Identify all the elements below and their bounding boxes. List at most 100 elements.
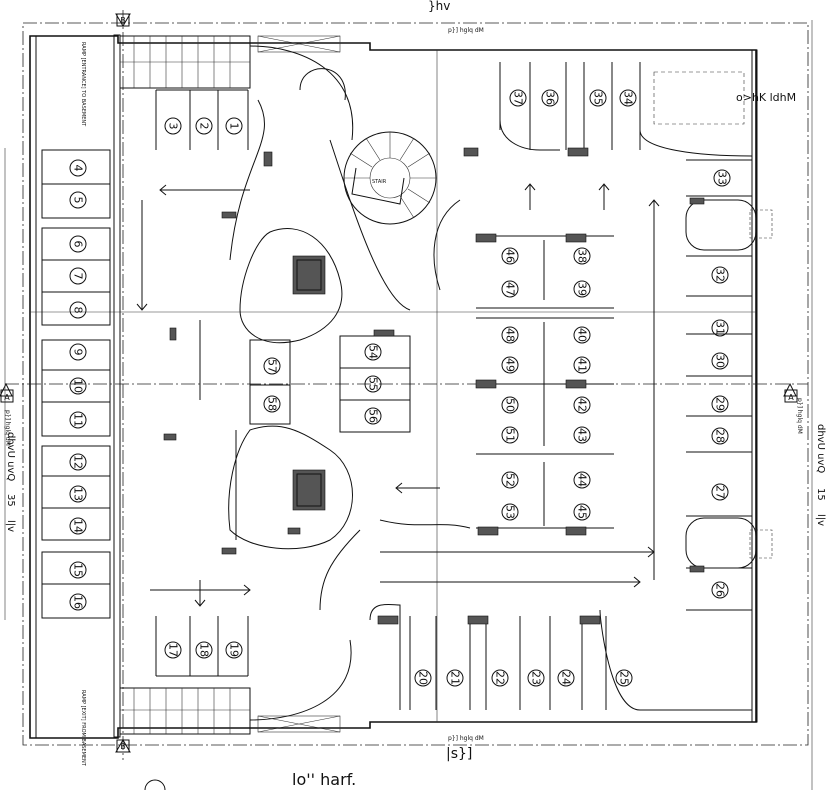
grid-marker-a-right: A [783,382,798,403]
stall-number: 24 [560,671,573,685]
stall-number: 4 [72,165,85,172]
room-label: o>hK ldhM [736,91,796,104]
stall-circle [225,117,243,135]
entrance-ramp [119,35,354,141]
stall-circle [501,396,519,414]
stall-circle [711,352,729,370]
stall-number: 30 [714,354,727,368]
stall-number: 28 [714,429,727,443]
grid-marker-b-bottom: B [115,739,131,753]
stall-circle [573,471,591,489]
stall-circle [69,343,87,361]
stall-number: 38 [576,249,589,263]
parking-stall-6: 6 [69,235,87,253]
parking-stall-41: 41 [573,356,591,374]
grid-label-a-left: A [4,393,10,402]
stall-circle [263,357,281,375]
stall-number: 56 [367,409,380,423]
stall-circle [225,641,243,659]
stall-circle [573,280,591,298]
stall-circle [711,581,729,599]
stall-circle [711,266,729,284]
building-walls [29,34,758,739]
parking-stall-57: 57 [263,357,281,375]
parking-stall-47: 47 [501,280,519,298]
parking-stall-54: 54 [364,343,382,361]
stall-number: 34 [622,91,635,105]
stall-number: 39 [576,282,589,296]
parking-stall-58: 58 [263,395,281,413]
stall-number: 18 [198,643,211,657]
stall-number: 53 [504,505,517,519]
stall-circle [364,407,382,425]
parking-stall-38: 38 [573,247,591,265]
stall-number: 14 [72,519,85,533]
stall-circle [69,517,87,535]
stall-number: 20 [417,671,430,685]
stall-number: 21 [449,671,462,685]
parking-stall-42: 42 [573,396,591,414]
stall-circle [501,471,519,489]
stall-circle [573,247,591,265]
parking-stall-17: 17 [164,641,182,659]
stall-number: 10 [72,379,85,393]
stall-circle [711,319,729,337]
grid-label-a-right: A [788,393,794,402]
stall-number: 43 [576,428,589,442]
stall-circle [69,377,87,395]
grid-label-b-top: B [120,16,126,25]
stall-circle [573,396,591,414]
stall-circle [711,427,729,445]
parking-stall-27: 27 [711,483,729,501]
parking-stall-12: 12 [69,453,87,471]
stall-circle [69,453,87,471]
stall-circle [364,375,382,393]
stall-dividers [41,62,752,710]
stall-number: 57 [266,359,279,373]
stall-circle [557,669,575,687]
parking-stall-10: 10 [69,377,87,395]
stall-circle [589,89,607,107]
right-dim: p}] hglq dM [796,398,803,434]
grid-label-b-bottom: B [120,742,126,751]
stall-number: 13 [72,487,85,501]
stall-number: 40 [576,328,589,342]
stall-number: 19 [228,643,241,657]
parking-stall-22: 22 [491,669,509,687]
stall-circle [501,503,519,521]
stall-circle [509,89,527,107]
stall-number: 2 [198,123,211,130]
stall-number: 54 [367,345,380,359]
stall-circle [69,485,87,503]
stall-circle [69,191,87,209]
stall-number: 52 [504,473,517,487]
bottom-mark: |s}] [446,746,472,762]
left-text-1: dhvU uvQ [5,432,16,481]
stall-number: 27 [714,485,727,499]
grid-marker-a-left: A [0,382,14,403]
stall-circle [615,669,633,687]
stall-circle [501,326,519,344]
stall-circle [491,669,509,687]
parking-stall-4: 4 [69,159,87,177]
stall-circle [573,503,591,521]
stall-number: 29 [714,397,727,411]
parking-stall-29: 29 [711,395,729,413]
north-symbol [144,779,166,790]
parking-stall-53: 53 [501,503,519,521]
parking-stall-56: 56 [364,407,382,425]
parking-stall-23: 23 [527,669,545,687]
stall-number: 36 [544,91,557,105]
exit-label: RAMP [EXIT] FROM BASEMENT [80,690,86,767]
stall-number: 16 [72,595,85,609]
parking-stall-9: 9 [69,343,87,361]
stall-number: 48 [504,328,517,342]
stall-number: 46 [504,249,517,263]
parking-stall-39: 39 [573,280,591,298]
parking-stall-18: 18 [195,641,213,659]
stall-number: 33 [716,171,729,185]
parking-stall-2: 2 [195,117,213,135]
stall-circle [69,301,87,319]
exit-ramp [119,639,352,735]
grid-lines [5,10,808,760]
